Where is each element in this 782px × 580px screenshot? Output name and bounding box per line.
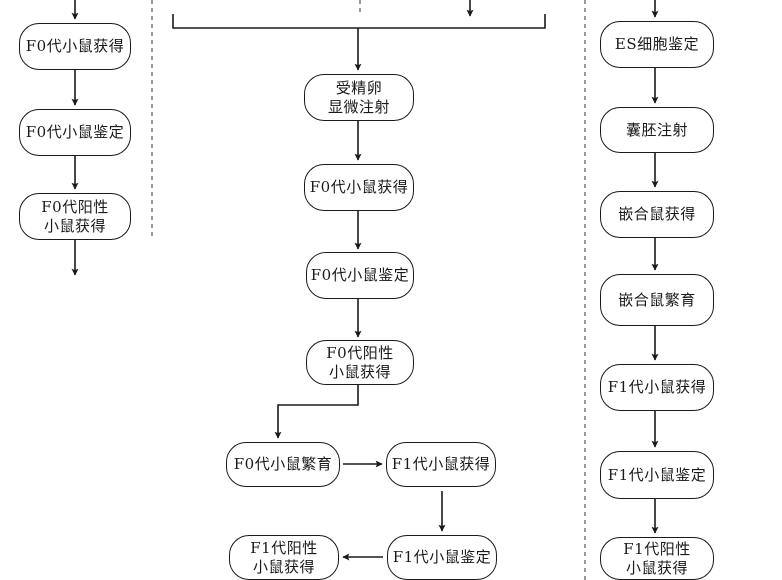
left-node-f0-identify-label: F0代小鼠鉴定 (25, 123, 125, 141)
middle-node-f0-identify-label: F0代小鼠鉴定 (310, 266, 410, 284)
right-node-f1-positive-label: F1代阳性 小鼠获得 (623, 539, 691, 577)
middle-node-f1-obtain-label: F1代小鼠获得 (391, 455, 491, 473)
middle-node-microinjection-label: 受精卵 显微注射 (327, 78, 390, 116)
middle-node-f1-positive: F1代阳性 小鼠获得 (229, 535, 339, 580)
left-node-f0-positive-label: F0代阳性 小鼠获得 (41, 197, 109, 235)
right-node-chimera-obtain-label: 嵌合鼠获得 (618, 205, 696, 223)
left-node-f0-identify: F0代小鼠鉴定 (19, 109, 131, 156)
right-node-f1-obtain: F1代小鼠获得 (600, 364, 714, 411)
arrow-middle-4 (274, 385, 359, 439)
merge-bracket (172, 14, 546, 29)
left-node-f0-positive: F0代阳性 小鼠获得 (19, 193, 131, 240)
middle-node-f0-breed: F0代小鼠繁育 (226, 442, 340, 487)
right-node-chimera-breed-label: 嵌合鼠繁育 (618, 290, 696, 309)
right-node-es-identify: ES细胞鉴定 (600, 21, 714, 68)
right-node-f1-obtain-label: F1代小鼠获得 (607, 378, 707, 396)
middle-node-f0-breed-label: F0代小鼠繁育 (233, 455, 333, 473)
right-node-es-identify-label: ES细胞鉴定 (614, 35, 700, 53)
middle-node-f0-positive: F0代阳性 小鼠获得 (306, 340, 414, 385)
middle-node-f1-identify: F1代小鼠鉴定 (387, 535, 497, 580)
middle-node-f1-positive-label: F1代阳性 小鼠获得 (250, 538, 318, 576)
right-node-blastocyst-injection: 囊胚注射 (600, 107, 714, 153)
right-node-f1-identify-label: F1代小鼠鉴定 (607, 465, 707, 484)
middle-node-microinjection: 受精卵 显微注射 (304, 74, 414, 121)
middle-node-f0-positive-label: F0代阳性 小鼠获得 (326, 343, 394, 381)
left-node-f0-obtain-label: F0代小鼠获得 (25, 37, 125, 55)
right-node-f1-positive: F1代阳性 小鼠获得 (600, 537, 714, 580)
right-node-chimera-breed: 嵌合鼠繁育 (600, 274, 714, 326)
middle-node-f0-obtain: F0代小鼠获得 (304, 164, 414, 211)
right-node-blastocyst-injection-label: 囊胚注射 (625, 120, 688, 139)
left-node-f0-obtain: F0代小鼠获得 (19, 23, 131, 70)
middle-node-f0-obtain-label: F0代小鼠获得 (309, 178, 409, 196)
middle-node-f1-identify-label: F1代小鼠鉴定 (392, 548, 492, 566)
middle-node-f1-obtain: F1代小鼠获得 (386, 442, 496, 487)
right-node-f1-identify: F1代小鼠鉴定 (600, 451, 714, 499)
right-node-chimera-obtain: 嵌合鼠获得 (600, 191, 714, 238)
middle-node-f0-identify: F0代小鼠鉴定 (306, 252, 414, 299)
